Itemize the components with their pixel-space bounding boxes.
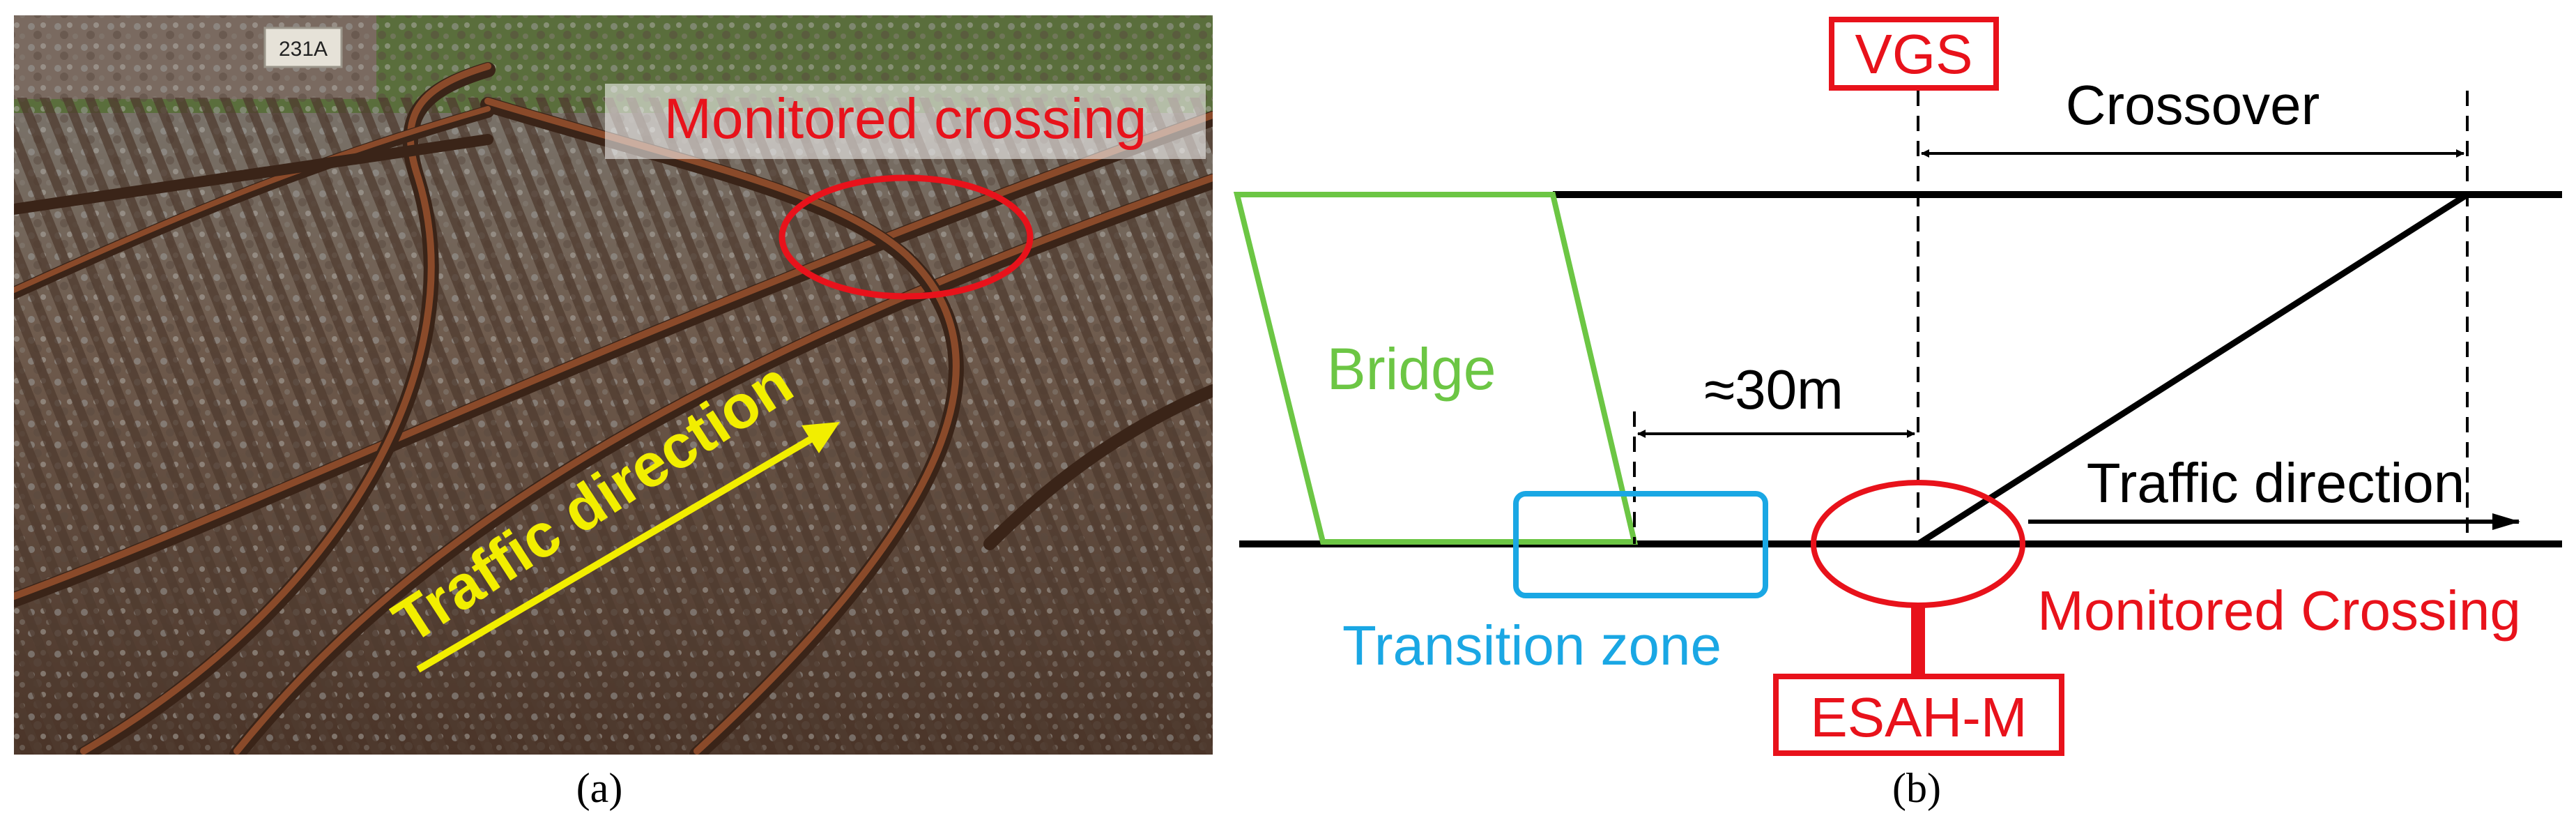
vgs-box (1829, 17, 1999, 91)
transition-zone-box (1513, 491, 1768, 598)
esah-m-box (1773, 674, 2064, 756)
monitored-crossing-ellipse (779, 174, 1034, 300)
rail-1-top (14, 112, 1213, 600)
track-sign-label: 231A (279, 38, 328, 61)
crossover-diagonal (1916, 192, 2469, 547)
rail-4-top (80, 63, 491, 755)
caption-b: (b) (1892, 765, 1941, 811)
bridge-label: Bridge (1327, 336, 1496, 402)
rail-2-top (233, 174, 1213, 755)
photo-sleepers (14, 98, 1213, 755)
panel-a-photo: 231A Monitored crossing Traffic directio… (14, 15, 1213, 755)
traffic-direction-label-b: Traffic direction (2087, 452, 2464, 514)
rail-6 (983, 384, 1213, 550)
transition-zone-label: Transition zone (1342, 614, 1722, 676)
photo-rails (14, 62, 1213, 755)
distance-label: ≈30m (1704, 358, 1843, 421)
caption-a: (a) (576, 765, 623, 811)
traffic-direction-arrow-shaft (416, 429, 825, 673)
vgs-label: VGS (1855, 23, 1973, 85)
traffic-direction-arrow-head (802, 422, 840, 453)
panel-b-diagram: Bridge Crossover ≈30m VGS Traffic direct… (1233, 17, 2562, 756)
rail-7 (14, 134, 493, 215)
track-sign (263, 27, 343, 68)
esah-m-label: ESAH-M (1810, 686, 2027, 748)
monitored-crossing-label: Monitored crossing (664, 87, 1147, 151)
monitored-crossing-label-b: Monitored Crossing (2037, 580, 2521, 642)
monitored-crossing-label-bg (605, 84, 1206, 159)
crossover-label: Crossover (2066, 74, 2320, 136)
rail-5-top (14, 106, 491, 293)
